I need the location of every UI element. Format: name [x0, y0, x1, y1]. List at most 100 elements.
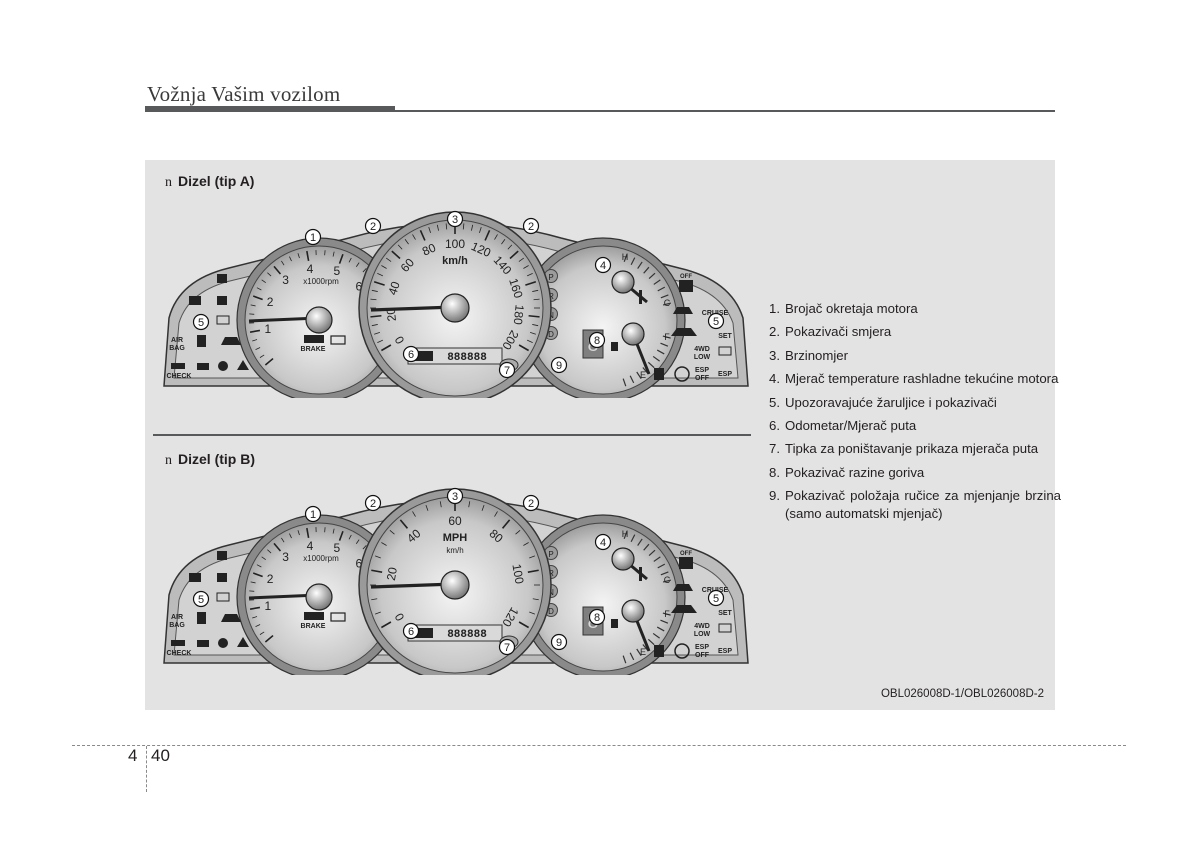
- tachometer-tick: [261, 279, 266, 284]
- speedometer-tick: [468, 501, 471, 508]
- tachometer-tick: [250, 581, 256, 584]
- four-wd-low-text: 4WD: [694, 623, 710, 630]
- speedometer-tick: [371, 598, 378, 601]
- tachometer-tick: [249, 606, 261, 610]
- temp-tick: [663, 302, 672, 306]
- speedometer-tick: [380, 344, 392, 352]
- fuel-hub: [621, 599, 645, 623]
- esp-off-text: ESP: [695, 644, 709, 651]
- esp-text: ESP: [718, 371, 732, 378]
- speedometer-tick: [371, 324, 378, 327]
- tachometer-tick: [252, 572, 263, 578]
- gear-lamp-label: P: [548, 550, 553, 559]
- callout-number: 2: [528, 221, 534, 233]
- callout-number: 2: [370, 221, 376, 233]
- seatbelt-warning-icon: [218, 361, 228, 371]
- speedometer-tick: [436, 224, 439, 231]
- temp-tick: [660, 294, 669, 299]
- airbag-warning-text: BAG: [169, 622, 185, 629]
- callout-number: 3: [452, 214, 458, 226]
- legend-item: 1.Brojač okretaja motora: [769, 300, 1061, 318]
- low-fuel-icon: [654, 368, 664, 380]
- callout-number: 4: [600, 260, 606, 272]
- callout-marker: 1: [304, 228, 322, 246]
- callout-number: 8: [594, 335, 600, 347]
- tachometer-tick: [355, 539, 360, 544]
- legend-item: 5.Upozoravajuće žaruljice i pokazivači: [769, 394, 1061, 412]
- tachometer-label: 5: [333, 541, 340, 555]
- temp-tick: [653, 556, 661, 562]
- speedometer-tick: [532, 598, 539, 601]
- odometer-digits: 888888: [447, 352, 487, 364]
- speedometer-label: 20: [384, 566, 400, 582]
- temp-tick: [630, 534, 636, 543]
- callout-number: 5: [198, 594, 204, 606]
- speedometer-tick: [380, 621, 392, 629]
- tachometer-tick: [289, 533, 292, 539]
- callout-marker: 3: [446, 487, 464, 505]
- speedometer-label: 80: [420, 240, 438, 258]
- speedometer-tick: [370, 314, 382, 318]
- fuel-tick: [647, 361, 655, 369]
- immobilizer-icon: [237, 637, 249, 647]
- callout-marker: 2: [522, 494, 540, 512]
- seatbelt-icon: [197, 335, 206, 347]
- tachometer-label: 1: [264, 322, 271, 336]
- footer-dotted-rule: [72, 745, 1126, 746]
- tachometer-unit: x1000rpm: [303, 554, 339, 563]
- callout-marker: 2: [522, 217, 540, 235]
- battery-charge-icon: [330, 335, 346, 345]
- trip-label-icon: [411, 628, 433, 638]
- tachometer-label: 1: [264, 599, 271, 613]
- chapter-number: 4: [128, 746, 138, 765]
- gear-lamp-label: P: [548, 273, 553, 282]
- immobilizer-icon: [237, 360, 249, 370]
- callout-marker: 5: [707, 589, 725, 607]
- temp-tick: [648, 549, 656, 556]
- tachometer-tick: [264, 357, 274, 366]
- speedometer-tick: [377, 273, 383, 277]
- tachometer-tick: [259, 631, 265, 635]
- esp-skid-icon: [671, 605, 697, 613]
- esp-text: ESP: [718, 648, 732, 655]
- temp-tick: [637, 261, 643, 269]
- airbag-warning-text: AIR: [171, 337, 183, 344]
- check-engine-text: CHECK: [167, 373, 192, 380]
- tachometer-tick: [267, 272, 272, 277]
- four-wd-low-text: LOW: [694, 631, 711, 638]
- speedometer-tick: [529, 611, 536, 615]
- temp-cold-mark: C: [664, 298, 671, 308]
- variant-b-title: Dizel (tip B): [178, 451, 255, 467]
- odometer-digits: 888888: [447, 629, 487, 641]
- coolant-temp-icon: [639, 290, 642, 304]
- fuel-tick: [660, 342, 669, 347]
- airbag-warning-text: AIR: [171, 614, 183, 621]
- temp-tick: [657, 286, 666, 292]
- tachometer-tick: [261, 556, 266, 561]
- fuel-tick: [652, 355, 660, 362]
- fuel-tick: [647, 638, 655, 646]
- fuel-full-mark: F: [664, 332, 670, 342]
- brake-warning-lamp: BRAKE: [301, 335, 326, 353]
- tachometer-tick: [306, 527, 310, 539]
- fuel-tick: [662, 612, 671, 616]
- legend-item: 4.Mjerač temperature rashladne tekućine …: [769, 370, 1061, 388]
- gear-lamp-label: D: [548, 607, 554, 616]
- speedometer-tick: [523, 265, 529, 269]
- temp-tick: [623, 531, 628, 539]
- legend-item-text: Brzinomjer: [785, 347, 849, 363]
- engine-check-icon: [171, 363, 185, 369]
- tachometer-label: 2: [267, 572, 274, 586]
- tachometer-tick: [252, 616, 258, 619]
- tachometer-tick: [297, 530, 300, 536]
- esp-off-text: OFF: [695, 652, 710, 659]
- speedometer-tick: [509, 250, 519, 260]
- esp-off-text: ESP: [695, 367, 709, 374]
- speedometer-tick: [532, 324, 539, 327]
- legend-item-text: Brojač okretaja motora: [785, 301, 918, 316]
- abs-icon: [674, 366, 690, 382]
- rear-defroster-icon: [216, 592, 230, 602]
- seatbelt-warning-icon: [218, 638, 228, 648]
